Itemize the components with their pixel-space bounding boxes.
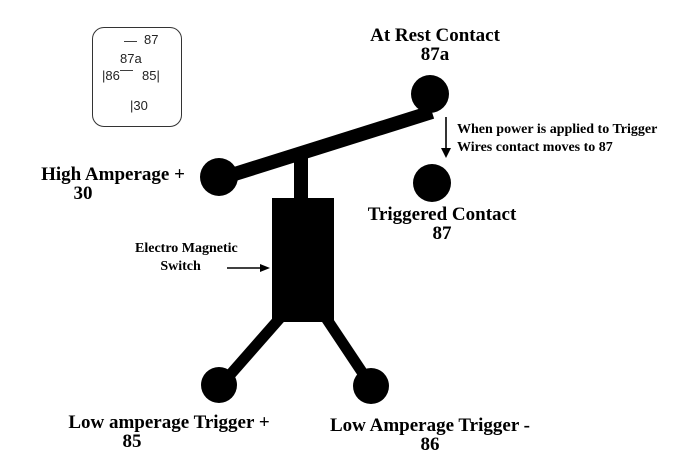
terminal-87a xyxy=(411,75,449,113)
relay-pin-legend xyxy=(92,27,182,127)
terminal-85 xyxy=(201,367,237,403)
trigger-note-line2: Wires contact moves to 87 xyxy=(457,140,613,156)
switch-pointer-head xyxy=(260,264,270,272)
pin-30-label: |30 xyxy=(130,98,148,113)
motion-arrow-head xyxy=(441,148,451,158)
at-rest-pin: 87a xyxy=(420,44,450,65)
pin-87-mark: — xyxy=(124,33,137,48)
triggered-contact-label: Triggered Contact 87 xyxy=(358,205,526,243)
terminal-30 xyxy=(200,158,238,196)
trigger-positive-pin: 85 xyxy=(122,431,142,452)
trigger-negative-title: Low Amperage Trigger - xyxy=(330,415,530,436)
trigger-note: When power is applied to Trigger Wires c… xyxy=(457,121,657,157)
pin-87a-label: 87a xyxy=(120,51,142,66)
at-rest-contact-label: At Rest Contact 87a xyxy=(360,26,510,64)
pin-link-mark: — xyxy=(120,62,133,77)
electromagnetic-switch-label: Electro Magnetic Switch xyxy=(135,240,238,276)
high-amperage-title: High Amperage + xyxy=(41,164,185,185)
pin-30-text: 30 xyxy=(133,98,148,113)
switch-label-line2: Switch xyxy=(160,259,201,275)
trigger-positive-title: Low amperage Trigger + xyxy=(68,412,270,433)
high-amperage-pin: 30 xyxy=(73,183,93,204)
pin-85-label: 85| xyxy=(142,68,160,83)
at-rest-title: At Rest Contact xyxy=(370,25,500,46)
trigger-positive-label: Low amperage Trigger + 85 xyxy=(55,413,283,451)
triggered-pin: 87 xyxy=(432,223,452,244)
triggered-title: Triggered Contact xyxy=(367,204,517,225)
trigger-negative-pin: 86 xyxy=(420,434,440,455)
pin-86-label: |86 xyxy=(102,68,120,83)
switch-lever-arm xyxy=(219,105,435,185)
electromagnetic-coil xyxy=(272,198,334,322)
terminal-87 xyxy=(413,164,451,202)
trigger-negative-label: Low Amperage Trigger - 86 xyxy=(316,416,544,454)
trigger-note-line1: When power is applied to Trigger xyxy=(457,122,658,137)
pin-86-text: 86 xyxy=(105,68,120,83)
pin-87-label: 87 xyxy=(144,32,159,47)
switch-label-line1: Electro Magnetic xyxy=(135,241,238,256)
high-amperage-label: High Amperage + 30 xyxy=(28,165,198,203)
coil-stem xyxy=(294,150,308,202)
terminal-86 xyxy=(353,368,389,404)
pin-85-text: 85 xyxy=(142,68,157,83)
